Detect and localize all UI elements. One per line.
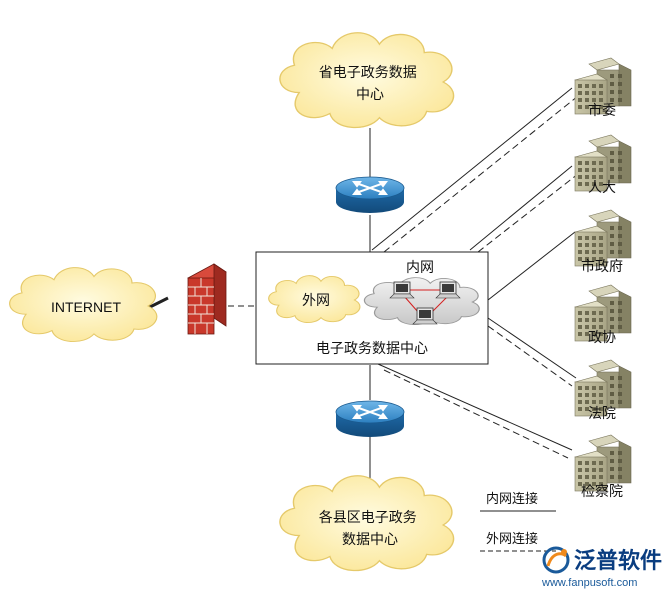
building-icon-renda — [574, 134, 632, 192]
internet-label: INTERNET — [51, 299, 121, 315]
building-label-fayuan: 法院 — [588, 406, 616, 422]
link-renda-solid — [469, 165, 573, 251]
router-icon-top — [335, 176, 405, 213]
building-icon-zhengxie — [574, 284, 632, 342]
brand-name: 泛普软件 — [574, 548, 662, 574]
extranet-label: 外网 — [302, 293, 330, 309]
intranet-links — [403, 289, 449, 313]
legend-intranet-label: 内网连接 — [486, 491, 538, 507]
link-fayuan-solid — [487, 317, 577, 379]
firewall-icon — [187, 263, 227, 335]
center-box-label: 电子政务数据中心 — [316, 341, 428, 357]
building-label-shizhengfu: 市政府 — [581, 258, 623, 275]
brand-logo-icon — [542, 546, 570, 574]
intranet-label: 内网 — [406, 260, 434, 276]
computer-icon — [435, 281, 461, 299]
province-center-label: 省电子政务数据 中心 — [319, 65, 421, 103]
building-label-shiwei: 市委 — [588, 102, 616, 119]
link-fayuan-dashed — [487, 325, 573, 387]
county-center-label: 各县区电子政务 数据中心 — [319, 510, 421, 548]
building-icons — [574, 57, 632, 492]
computer-icon — [389, 281, 415, 299]
link-shiwei-solid — [371, 87, 573, 251]
brand-logo: 泛普软件 www.fanpusoft.com — [541, 546, 662, 589]
legend-extranet-label: 外网连接 — [486, 531, 538, 547]
building-icon-shiwei — [574, 57, 632, 115]
building-label-jianchayuan: 检察院 — [581, 483, 623, 500]
brand-url: www.fanpusoft.com — [541, 577, 637, 589]
link-jianchayuan-dashed — [383, 369, 569, 459]
building-icon-shizhengfu — [574, 209, 632, 267]
building-label-renda: 人大 — [588, 180, 616, 196]
computer-icon — [412, 307, 438, 325]
link-renda-dashed — [477, 173, 579, 253]
link-shiwei-dashed — [383, 95, 579, 253]
link-jianchayuan-solid — [377, 363, 573, 451]
building-icon-jianchayuan — [574, 434, 632, 492]
building-icon-fayuan — [574, 359, 632, 417]
link-shizhengfu-solid — [487, 231, 576, 301]
legend: 内网连接 外网连接 — [480, 491, 556, 552]
building-label-zhengxie: 政协 — [588, 330, 616, 346]
router-icon-bottom — [335, 400, 405, 437]
